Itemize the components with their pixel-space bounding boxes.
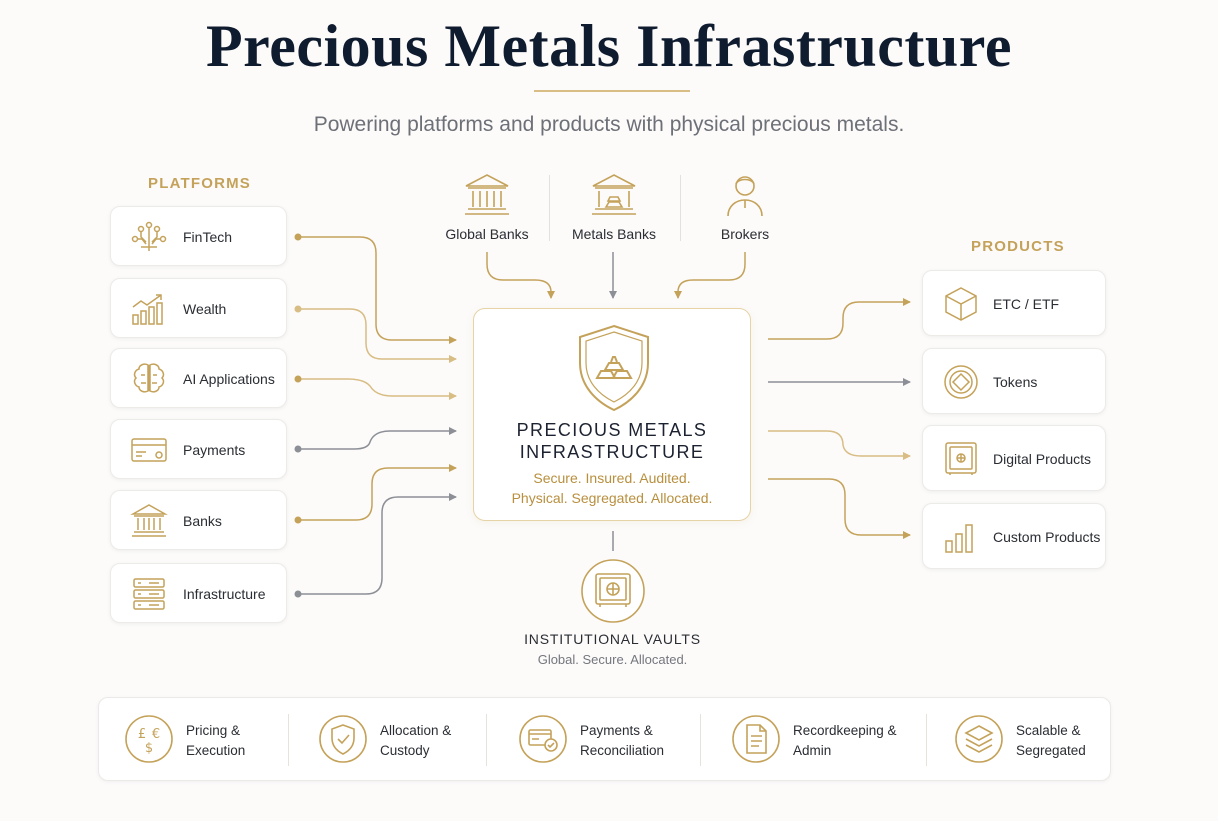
shield-gold-bars-icon <box>579 324 649 412</box>
token-icon <box>944 365 978 399</box>
arrow-brokers <box>674 252 746 299</box>
product-card-digital-products[interactable]: Digital Products <box>922 425 1106 491</box>
feature-label: Recordkeeping &Admin <box>793 723 897 758</box>
capabilities-bar: £ € $ Pricing &Execution Allocation &Cus… <box>98 697 1111 781</box>
provider-label: Global Banks <box>445 226 529 242</box>
product-label: Tokens <box>993 374 1038 390</box>
hub-title-line1: PRECIOUS METALS <box>516 420 708 440</box>
platform-card-wealth[interactable]: Wealth <box>110 278 287 338</box>
bank-icon <box>130 504 168 537</box>
feature-label: Pricing &Execution <box>186 723 246 758</box>
page-title: Precious Metals Infrastructure <box>206 13 1012 79</box>
person-icon <box>727 176 763 217</box>
feature-divider <box>926 714 927 766</box>
platform-label: FinTech <box>183 229 233 245</box>
vault-icon <box>581 559 645 623</box>
feature-label: Allocation &Custody <box>380 723 452 758</box>
platform-card-infrastructure[interactable]: Infrastructure <box>110 563 287 623</box>
feature-label: Payments &Reconciliation <box>580 723 665 758</box>
bank-icon <box>465 174 509 215</box>
platform-label: Banks <box>183 513 222 529</box>
platform-label: Infrastructure <box>183 586 266 602</box>
svg-text:€: € <box>152 727 160 742</box>
provider-divider <box>549 175 550 241</box>
product-label: Custom Products <box>993 529 1101 545</box>
provider-label: Brokers <box>720 226 770 242</box>
provider-global-banks[interactable]: Global Banks <box>427 172 547 242</box>
circuit-icon <box>131 221 167 251</box>
product-card-etc-etf[interactable]: ETC / ETF <box>922 270 1106 336</box>
provider-brokers[interactable]: Brokers <box>685 172 805 242</box>
product-label: ETC / ETF <box>993 296 1060 312</box>
product-card-tokens[interactable]: Tokens <box>922 348 1106 414</box>
brain-icon <box>133 363 165 393</box>
arrow-fintech <box>298 236 457 344</box>
product-card-custom-products[interactable]: Custom Products <box>922 503 1106 569</box>
document-icon <box>732 715 780 763</box>
title-divider <box>534 90 690 92</box>
platform-card-banks[interactable]: Banks <box>110 490 287 550</box>
provider-label: Metals Banks <box>571 226 657 242</box>
svg-text:$: $ <box>145 741 153 756</box>
platform-label: AI Applications <box>183 371 275 387</box>
svg-text:£: £ <box>138 727 146 742</box>
platform-label: Payments <box>183 442 246 458</box>
platforms-label: PLATFORMS <box>148 175 252 192</box>
platform-card-ai-applications[interactable]: AI Applications <box>110 348 287 408</box>
arrow-wealth <box>298 308 457 363</box>
feature-label: Scalable &Segregated <box>1016 723 1086 758</box>
arrow-global-banks <box>486 252 555 299</box>
products-label: PRODUCTS <box>971 238 1065 255</box>
provider-metals-banks[interactable]: Metals Banks <box>554 172 674 242</box>
infrastructure-hub: PRECIOUS METALS INFRASTRUCTURE Secure. I… <box>473 308 751 521</box>
metals-bank-icon <box>592 174 636 215</box>
arrow-ai <box>298 378 457 400</box>
currency-icon: £ € $ <box>125 715 173 763</box>
platform-card-fintech[interactable]: FinTech <box>110 206 287 266</box>
platform-label: Wealth <box>183 301 227 317</box>
vault-subtitle: Global. Secure. Allocated. <box>537 652 688 667</box>
layers-icon <box>955 715 1003 763</box>
bar-chart-icon <box>945 524 973 553</box>
shield-check-icon <box>319 715 367 763</box>
arrow-infrastructure <box>298 493 457 595</box>
product-label: Digital Products <box>993 451 1092 467</box>
hub-tagline-2: Physical. Segregated. Allocated. <box>511 490 713 506</box>
digital-safe-icon <box>945 442 977 475</box>
page-subtitle: Powering platforms and products with phy… <box>313 113 905 136</box>
arrow-custom-products <box>768 478 911 539</box>
hub-title: PRECIOUS METALS INFRASTRUCTURE <box>474 419 750 463</box>
provider-divider <box>680 175 681 241</box>
cube-icon <box>945 287 977 321</box>
vault-title: INSTITUTIONAL VAULTS <box>524 631 701 647</box>
growth-chart-icon <box>132 294 163 325</box>
arrow-banks <box>298 464 457 521</box>
platform-card-payments[interactable]: Payments <box>110 419 287 479</box>
arrow-payments <box>298 427 457 450</box>
hub-tagline-1: Secure. Insured. Audited. <box>533 470 691 486</box>
arrow-etc-etf <box>768 298 911 340</box>
hub-title-line2: INFRASTRUCTURE <box>519 442 705 462</box>
payment-check-icon <box>519 715 567 763</box>
feature-divider <box>486 714 487 766</box>
feature-divider <box>288 714 289 766</box>
arrow-digital-products <box>768 430 911 460</box>
payment-card-icon <box>131 438 167 462</box>
feature-divider <box>700 714 701 766</box>
server-icon <box>133 578 165 610</box>
